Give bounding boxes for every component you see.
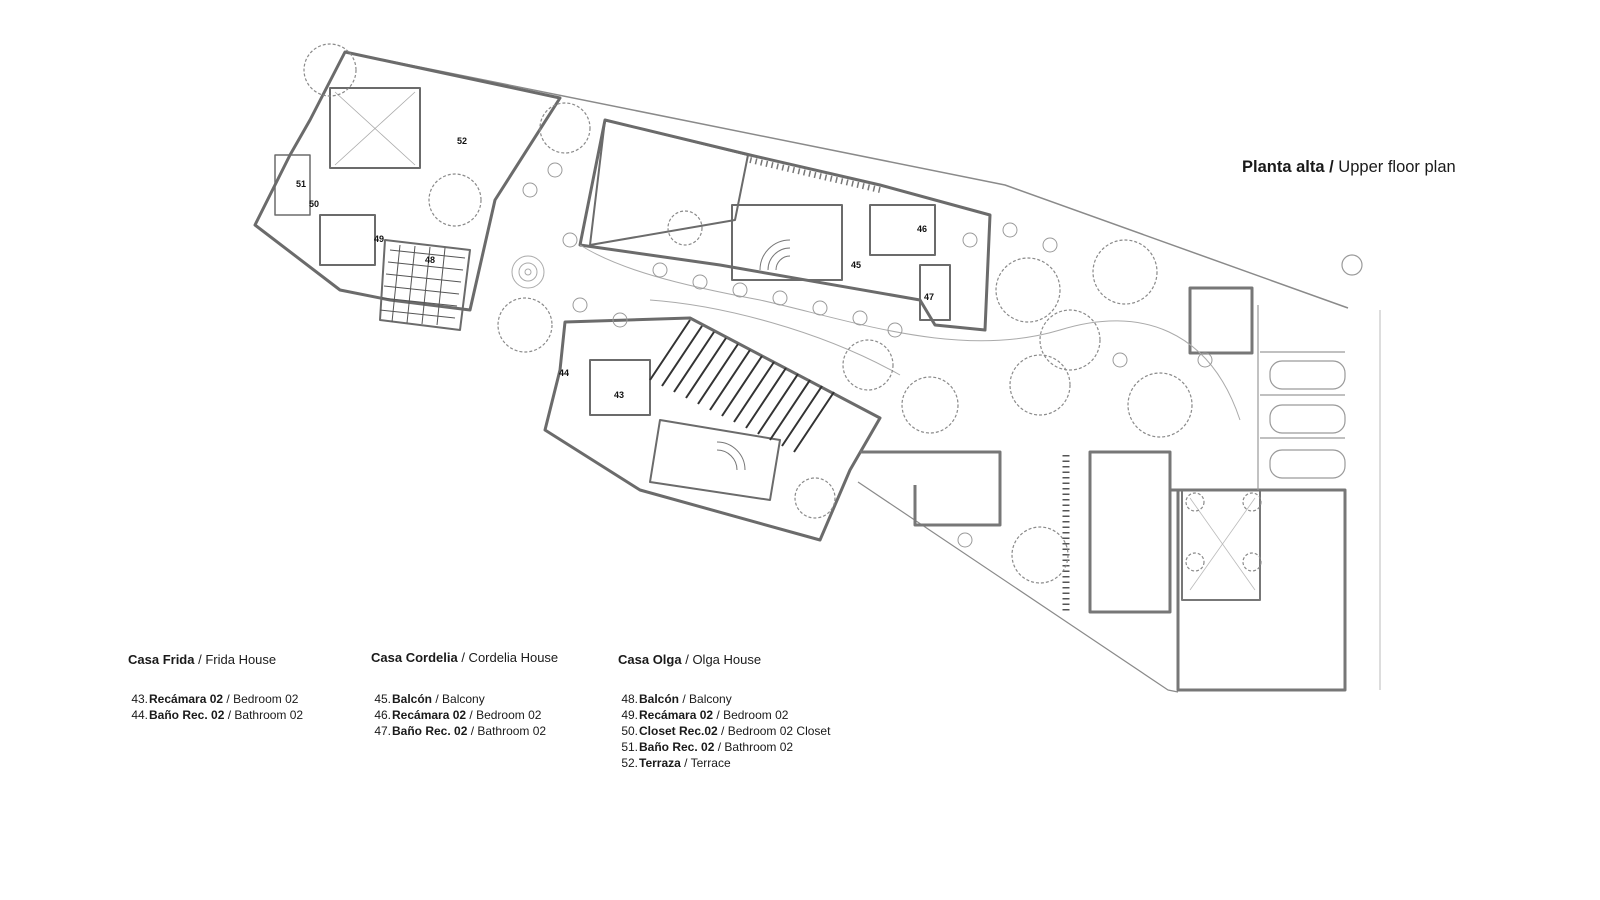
casa-frida-block: [543, 316, 882, 542]
house-name-en: / Frida House: [198, 652, 277, 667]
legend-item: 43.Recámara 02 / Bedroom 02: [131, 692, 299, 706]
legend-item: 52.Terraza / Terrace: [621, 756, 731, 770]
house-name-en: / Olga House: [685, 652, 762, 667]
balcony-48-grid: [379, 244, 466, 326]
parking-area: [1257, 254, 1363, 490]
pool-frida: [716, 441, 746, 471]
garden-paths: [511, 244, 1241, 421]
plan-label-45: 45: [851, 260, 861, 270]
house-name-en: / Cordelia House: [461, 650, 559, 665]
site-boundary-south: [857, 481, 1179, 693]
legend-heading: Casa Frida / Frida House: [128, 652, 303, 668]
plan-label-43: 43: [614, 390, 624, 400]
plan-label-48: 48: [425, 255, 435, 265]
plan-label-50: 50: [309, 199, 319, 209]
house-name-es: Casa Cordelia: [371, 650, 458, 665]
garden-trees: [303, 43, 1262, 584]
plan-label-47: 47: [924, 292, 934, 302]
plan-title-es: Planta alta /: [1242, 158, 1334, 176]
frida-pergola: [649, 319, 835, 453]
plan-label-44: 44: [559, 368, 569, 378]
casa-olga-block: [253, 50, 562, 331]
legend-heading: Casa Cordelia / Cordelia House: [371, 650, 558, 666]
legend-item: 51.Baño Rec. 02 / Bathroom 02: [621, 740, 794, 754]
legend-item: 44.Baño Rec. 02 / Bathroom 02: [131, 708, 304, 722]
legend-casa-frida: Casa Frida / Frida House 43.Recámara 02 …: [128, 652, 303, 723]
plan-label-51: 51: [296, 179, 306, 189]
legend-item: 47.Baño Rec. 02 / Bathroom 02: [374, 724, 547, 738]
site-boundary: [344, 51, 1349, 309]
legend-casa-cordelia: Casa Cordelia / Cordelia House 45.Balcón…: [371, 650, 558, 739]
plan-label-52: 52: [457, 136, 467, 146]
garden-shrubs: [522, 162, 1213, 548]
plan-title-en: Upper floor plan: [1338, 158, 1456, 176]
legend-item: 48.Balcón / Balcony: [621, 692, 732, 706]
legend-item: 49.Recámara 02 / Bedroom 02: [621, 708, 789, 722]
legend-item: 45.Balcón / Balcony: [374, 692, 485, 706]
legend-item: 50.Closet Rec.02 / Bedroom 02 Closet: [621, 724, 831, 738]
casa-cordelia-block: [578, 118, 992, 332]
plan-title: Planta alta / Upper floor plan: [1242, 158, 1456, 177]
legend-item: 46.Recámara 02 / Bedroom 02: [374, 708, 542, 722]
plan-label-46: 46: [917, 224, 927, 234]
legend-heading: Casa Olga / Olga House: [618, 652, 830, 668]
east-blocks: [860, 286, 1347, 692]
house-name-es: Casa Olga: [618, 652, 682, 667]
plan-label-49: 49: [374, 234, 384, 244]
legend-casa-olga: Casa Olga / Olga House 48.Balcón / Balco…: [618, 652, 830, 771]
house-name-es: Casa Frida: [128, 652, 195, 667]
pool-cordelia: [749, 157, 881, 271]
